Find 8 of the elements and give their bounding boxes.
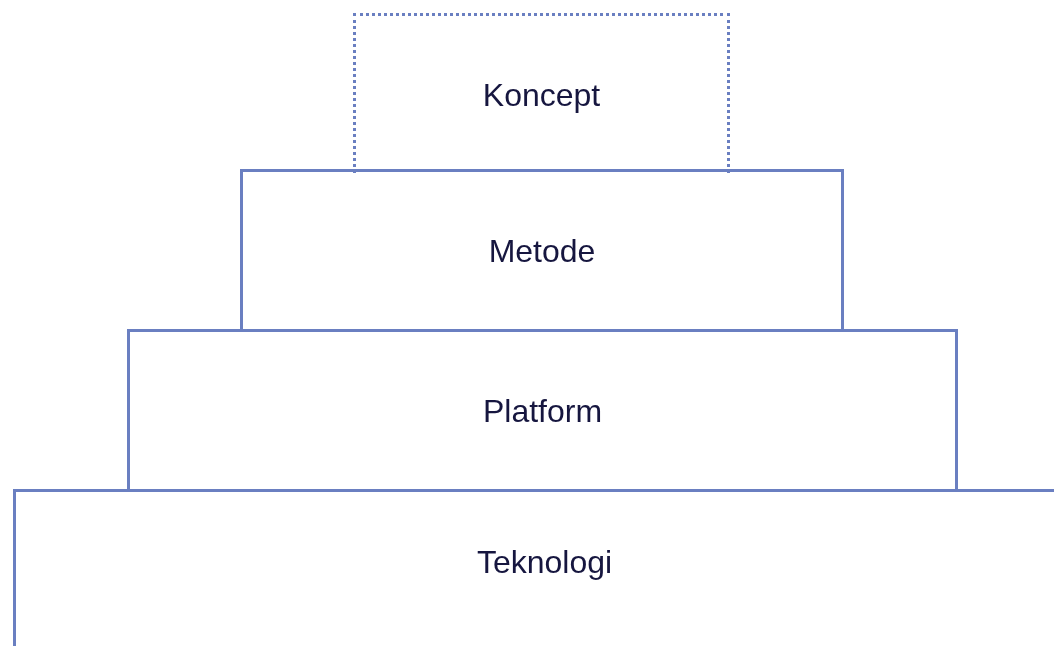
pyramid-level-box [240,169,844,332]
level-label: Koncept [482,75,601,115]
level-label: Metode [488,231,596,271]
pyramid-level-box [127,329,958,492]
dotted-level-box [353,13,730,173]
level-label: Teknologi [476,543,613,582]
level-label: Platform [482,391,603,431]
pyramid-level-box [13,489,1054,646]
